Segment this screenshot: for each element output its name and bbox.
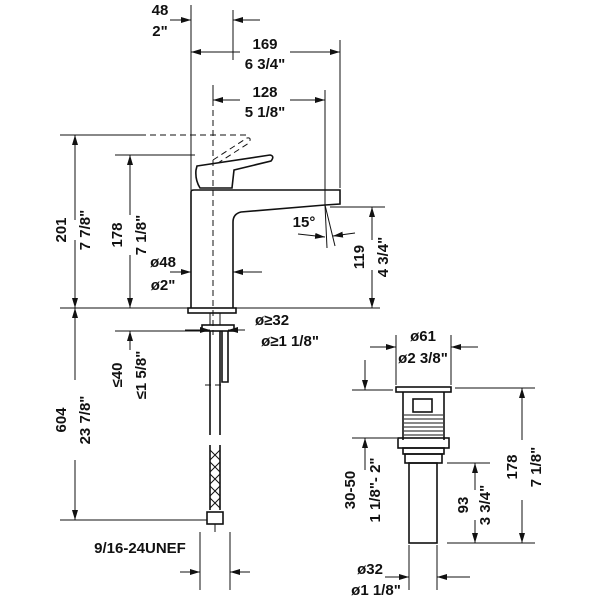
dim-d48-mm: ø48 [150,254,176,271]
dim-201-in: 7 7/8" [77,210,94,250]
dim-119-mm: 119 [351,245,368,269]
dim-93-mm: 93 [455,497,472,514]
dim-d48-in: ø2" [151,277,176,294]
faucet-outline [140,90,341,335]
thread-spec: 9/16-24UNEF [94,540,186,557]
dim-30-50-in: 1 1/8"- 2" [367,457,384,522]
dim-hole-in: ø≥1 1/8" [261,333,319,350]
dim-30-50-mm: 30-50 [342,471,359,509]
dim-128-in: 5 1/8" [245,104,285,121]
dim-178-in: 7 1/8" [133,215,150,255]
dim-40-in: ≤1 5/8" [133,351,150,400]
dim-hole-mm: ø≥32 [255,312,289,329]
dim-93-in: 3 3/4" [477,485,494,525]
dimension-lines [60,5,385,590]
angle-label: 15° [293,214,316,231]
dim-169-mm: 169 [252,36,277,53]
dim-119-in: 4 3/4" [375,237,392,277]
dim-drain-178-in: 7 1/8" [528,447,545,487]
dim-48-mm: 48 [152,2,169,19]
dim-40-mm: ≤40 [109,363,126,388]
dim-169-in: 6 3/4" [245,56,285,73]
dim-drain-178-mm: 178 [504,454,521,479]
dim-604-mm: 604 [53,407,70,433]
dim-201-mm: 201 [53,217,70,242]
drain-outline [395,386,452,544]
supply-hoses [201,312,235,532]
dim-178-mm: 178 [109,222,126,247]
dim-604-in: 23 7/8" [77,396,94,445]
dim-d61-in: ø2 3/8" [398,350,448,367]
drain-dimension-lines [352,335,535,590]
dim-d61-mm: ø61 [410,328,436,345]
dim-128-mm: 128 [252,84,277,101]
dim-d32-in: ø1 1/8" [351,582,401,599]
dim-d32-mm: ø32 [357,561,383,578]
dim-48-in: 2" [152,23,167,40]
